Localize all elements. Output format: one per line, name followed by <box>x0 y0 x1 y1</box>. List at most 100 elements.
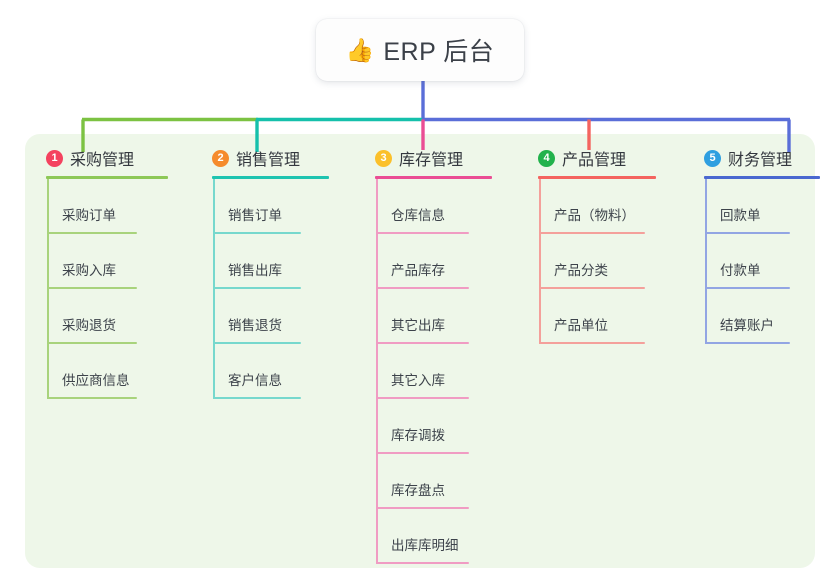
column-badge-3: 3 <box>375 149 392 167</box>
column-badge-2: 2 <box>212 149 229 167</box>
column-spine-3 <box>376 179 378 564</box>
column-badge-4: 4 <box>538 149 555 167</box>
module-column-1: 1 采购管理采购订单采购入库采购退货供应商信息 <box>33 146 183 399</box>
column-header-2[interactable]: 2 销售管理 <box>199 146 349 170</box>
column-items-4: 产品（物料） 产品分类产品单位 <box>525 179 685 344</box>
menu-item-underline <box>213 287 301 289</box>
menu-item-underline <box>376 287 469 289</box>
column-underline-5 <box>704 176 820 179</box>
menu-item-label: 库存盘点 <box>391 483 445 498</box>
menu-item-underline <box>539 342 645 344</box>
menu-item-label: 其它入库 <box>391 373 445 388</box>
column-header-4[interactable]: 4 产品管理 <box>525 146 685 170</box>
column-title-4: 产品管理 <box>562 152 627 169</box>
menu-item[interactable]: 客户信息 <box>199 344 349 399</box>
menu-item[interactable]: 产品分类 <box>525 234 685 289</box>
menu-item[interactable]: 出库库明细 <box>362 509 522 564</box>
column-title-3: 库存管理 <box>399 152 464 169</box>
menu-item-label: 仓库信息 <box>391 208 445 223</box>
menu-item-label: 供应商信息 <box>62 373 130 388</box>
menu-item-label: 产品单位 <box>554 318 608 333</box>
column-header-1[interactable]: 1 采购管理 <box>33 146 183 170</box>
menu-item-underline <box>376 397 469 399</box>
column-title-2: 销售管理 <box>236 152 301 169</box>
menu-item-underline <box>47 397 137 399</box>
column-header-5[interactable]: 5 财务管理 <box>691 146 839 170</box>
menu-item-label: 采购订单 <box>62 208 116 223</box>
menu-item-label: 销售退货 <box>228 318 282 333</box>
menu-item-label: 产品库存 <box>391 263 445 278</box>
column-spine-2 <box>213 179 215 399</box>
modules-panel <box>25 134 815 568</box>
menu-item-label: 付款单 <box>720 263 761 278</box>
menu-item[interactable]: 其它出库 <box>362 289 522 344</box>
menu-item-label: 客户信息 <box>228 373 282 388</box>
menu-item[interactable]: 结算账户 <box>691 289 839 344</box>
column-items-2: 销售订单销售出库销售退货客户信息 <box>199 179 349 399</box>
menu-item-underline <box>705 232 790 234</box>
menu-item-underline <box>47 287 137 289</box>
menu-item[interactable]: 其它入库 <box>362 344 522 399</box>
thumbs-up-icon: 👍 <box>345 36 375 63</box>
column-underline-2 <box>212 176 329 179</box>
column-items-1: 采购订单采购入库采购退货供应商信息 <box>33 179 183 399</box>
column-title-1: 采购管理 <box>70 152 135 169</box>
column-items-5: 回款单付款单结算账户 <box>691 179 839 344</box>
menu-item[interactable]: 付款单 <box>691 234 839 289</box>
column-underline-4 <box>538 176 656 179</box>
menu-item[interactable]: 销售出库 <box>199 234 349 289</box>
menu-item-label: 销售出库 <box>228 263 282 278</box>
menu-item-label: 采购退货 <box>62 318 116 333</box>
menu-item[interactable]: 采购退货 <box>33 289 183 344</box>
menu-item-underline <box>376 562 469 564</box>
menu-item-label: 产品分类 <box>554 263 608 278</box>
column-title-5: 财务管理 <box>728 152 793 169</box>
menu-item[interactable]: 库存盘点 <box>362 454 522 509</box>
column-underline-3 <box>375 176 492 179</box>
menu-item[interactable]: 仓库信息 <box>362 179 522 234</box>
menu-item-underline <box>539 287 645 289</box>
menu-item-label: 库存调拨 <box>391 428 445 443</box>
column-header-3[interactable]: 3 库存管理 <box>362 146 522 170</box>
menu-item-underline <box>376 507 469 509</box>
menu-item-underline <box>376 342 469 344</box>
module-column-2: 2 销售管理销售订单销售出库销售退货客户信息 <box>199 146 349 399</box>
menu-item-underline <box>705 287 790 289</box>
menu-item[interactable]: 产品（物料） <box>525 179 685 234</box>
menu-item[interactable]: 回款单 <box>691 179 839 234</box>
menu-item-underline <box>376 452 469 454</box>
menu-item-label: 其它出库 <box>391 318 445 333</box>
menu-item-label: 出库库明细 <box>391 538 459 553</box>
menu-item[interactable]: 产品单位 <box>525 289 685 344</box>
column-badge-5: 5 <box>704 149 721 167</box>
menu-item[interactable]: 供应商信息 <box>33 344 183 399</box>
menu-item-underline <box>213 232 301 234</box>
menu-item-underline <box>213 342 301 344</box>
column-spine-5 <box>705 179 707 344</box>
module-column-4: 4 产品管理产品（物料） 产品分类产品单位 <box>525 146 685 344</box>
menu-item[interactable]: 销售订单 <box>199 179 349 234</box>
module-column-3: 3 库存管理仓库信息产品库存其它出库其它入库库存调拨库存盘点出库库明细 <box>362 146 522 564</box>
menu-item[interactable]: 采购订单 <box>33 179 183 234</box>
root-node-content: 👍 ERP 后台 <box>346 32 495 68</box>
menu-item[interactable]: 库存调拨 <box>362 399 522 454</box>
menu-item[interactable]: 销售退货 <box>199 289 349 344</box>
menu-item-label: 销售订单 <box>228 208 282 223</box>
column-badge-1: 1 <box>46 149 63 167</box>
menu-item[interactable]: 产品库存 <box>362 234 522 289</box>
menu-item-underline <box>47 342 137 344</box>
menu-item-underline <box>213 397 301 399</box>
menu-item[interactable]: 采购入库 <box>33 234 183 289</box>
column-items-3: 仓库信息产品库存其它出库其它入库库存调拨库存盘点出库库明细 <box>362 179 522 564</box>
menu-item-label: 结算账户 <box>720 318 774 333</box>
menu-item-label: 产品（物料） <box>554 208 635 223</box>
root-node-erp-backend[interactable]: 👍 ERP 后台 <box>316 19 524 81</box>
column-spine-1 <box>47 179 49 399</box>
column-underline-1 <box>46 176 168 179</box>
menu-item-underline <box>376 232 469 234</box>
menu-item-underline <box>705 342 790 344</box>
column-spine-4 <box>539 179 541 344</box>
menu-item-label: 回款单 <box>720 208 761 223</box>
root-title: ERP 后台 <box>383 38 495 66</box>
